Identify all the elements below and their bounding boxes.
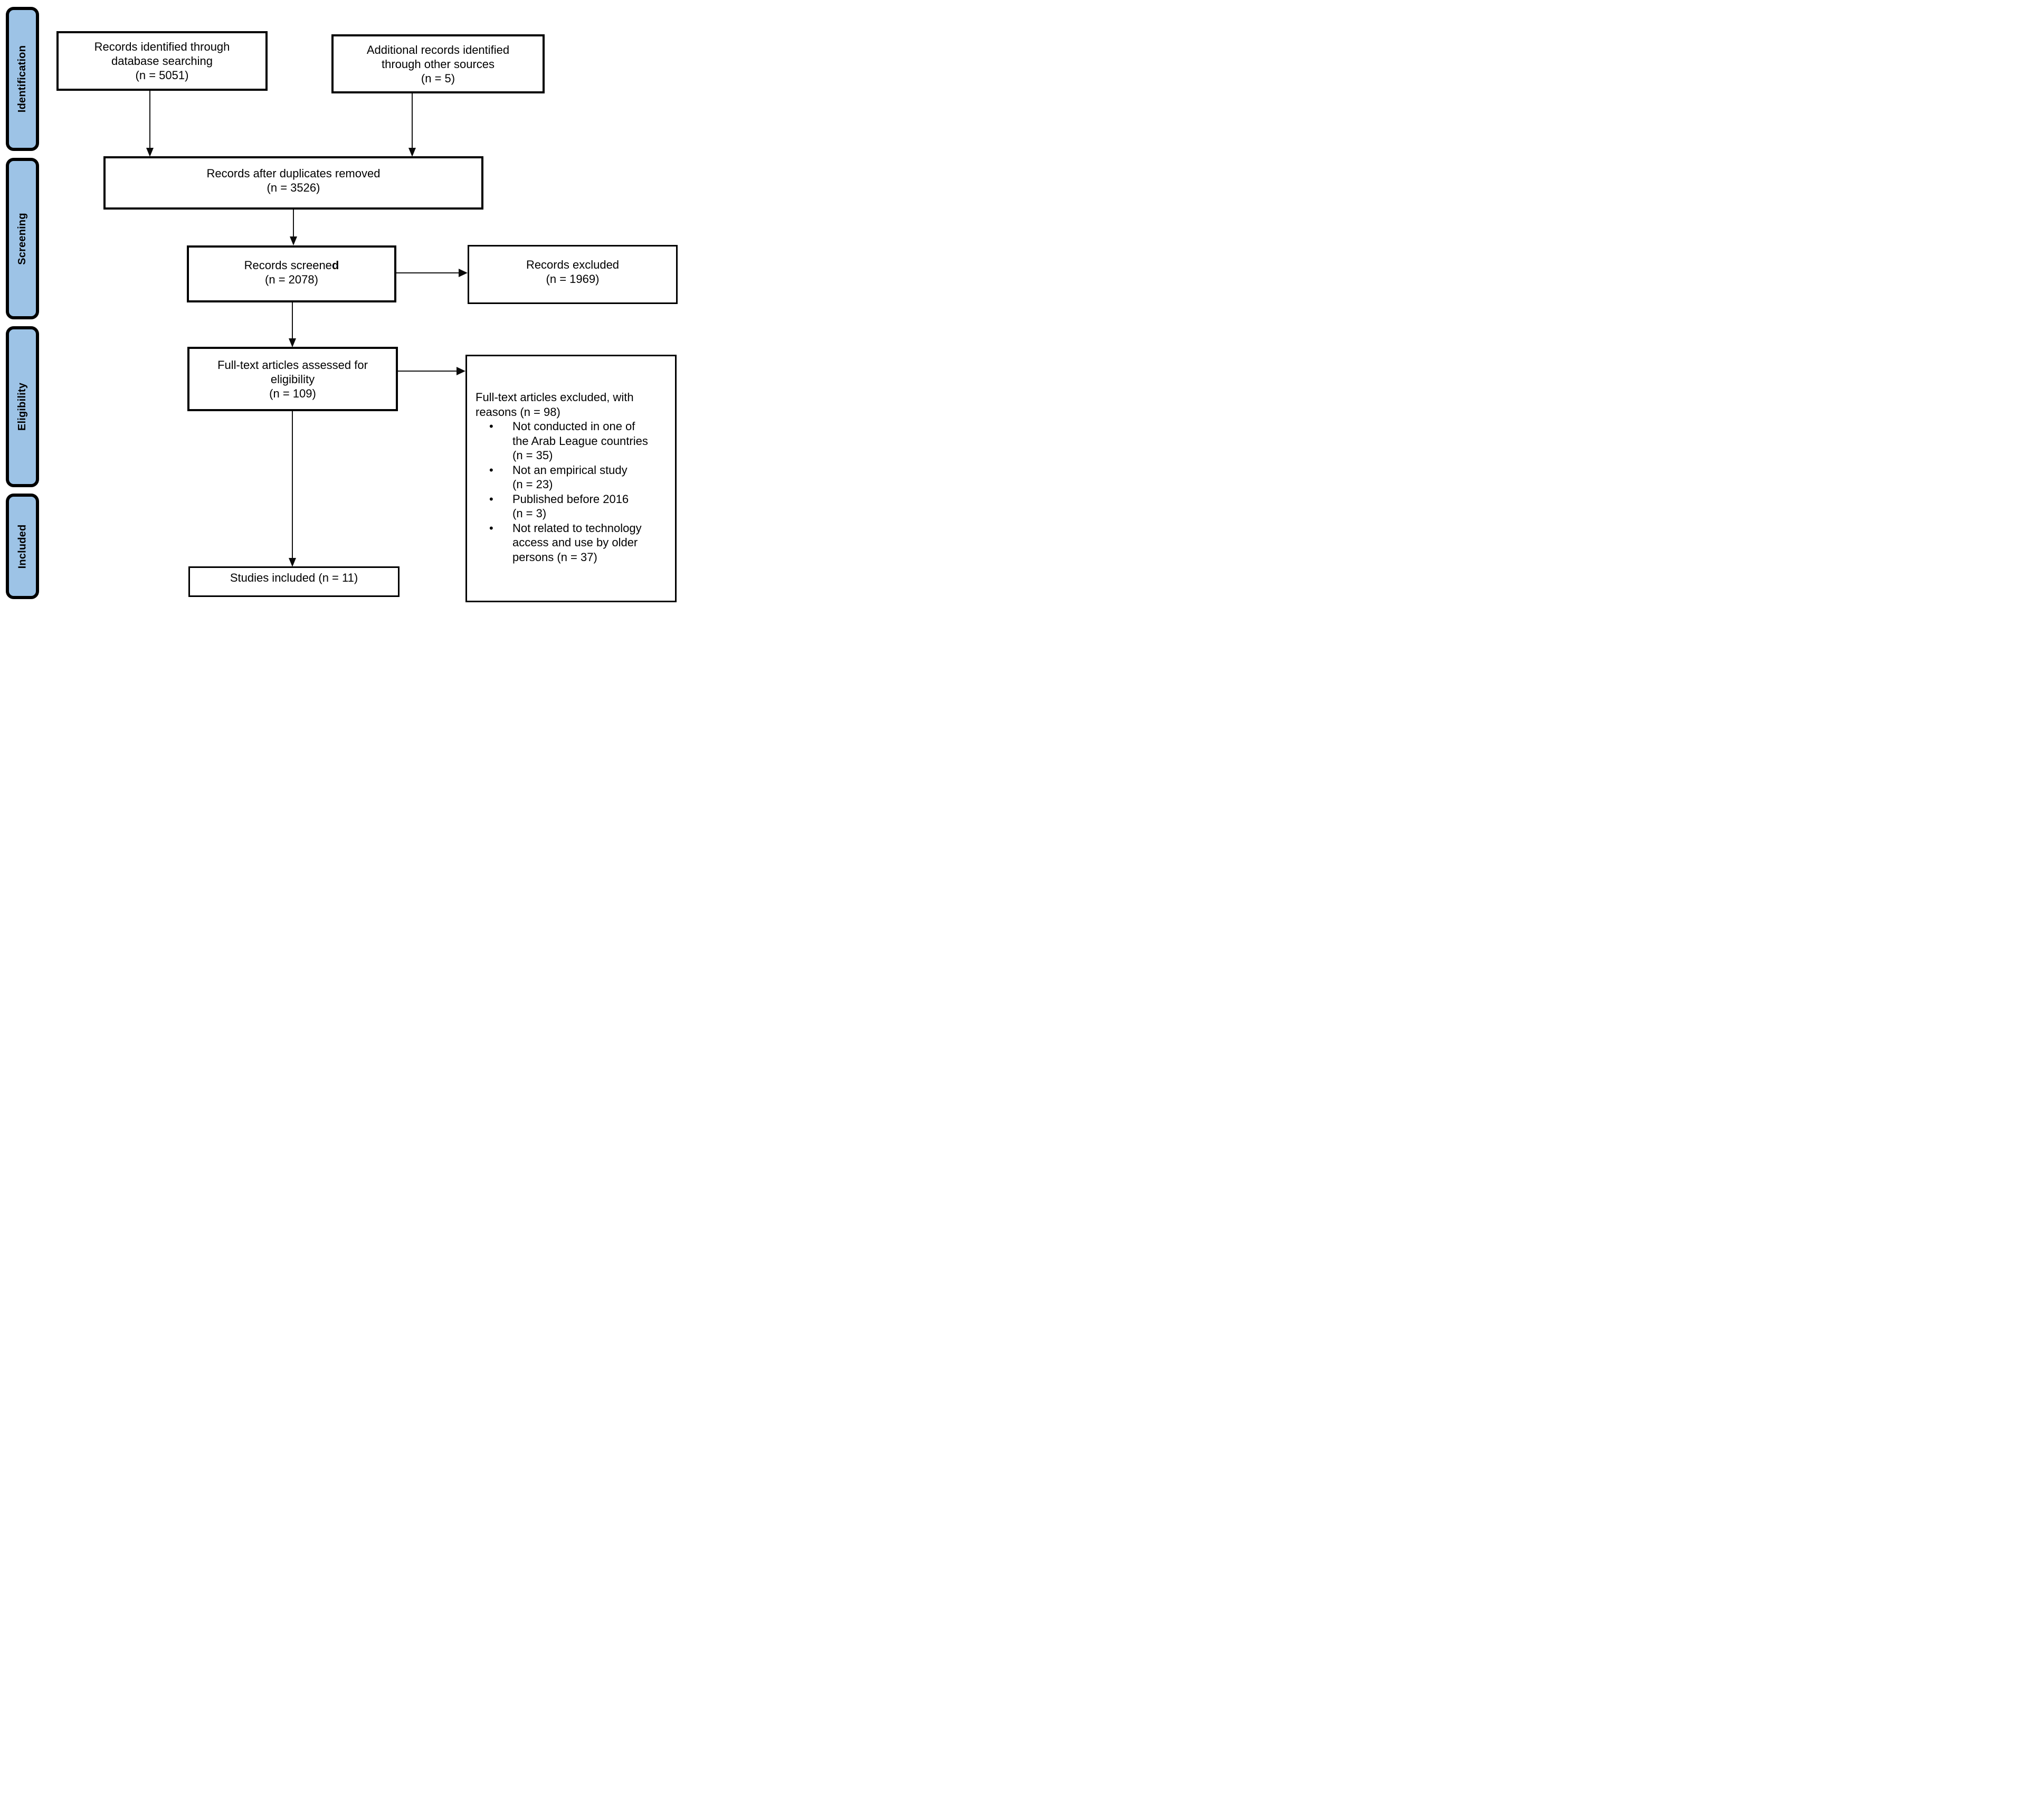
- box-records-screened-line1: Records screened: [244, 258, 339, 272]
- reason2-line1: Not an empirical study: [512, 463, 628, 477]
- reason1-line1: Not conducted in one of: [512, 420, 635, 433]
- exclusion-reason-item: • Published before 2016 (n = 3): [476, 492, 629, 521]
- box-studies-included: Studies included (n = 11): [188, 566, 400, 597]
- stage-identification: Identification: [6, 7, 39, 151]
- box-fulltext-assessed-line2: eligibility: [270, 372, 315, 386]
- box-records-identified-line1: Records identified through: [94, 40, 230, 53]
- box-fulltext-assessed: Full-text articles assessed for eligibil…: [187, 347, 398, 411]
- box-additional-records-line1: Additional records identified: [366, 43, 510, 56]
- box-additional-records: Additional records identified through ot…: [331, 34, 545, 93]
- box-records-identified-count: (n = 5051): [135, 69, 189, 82]
- box-records-excluded-line1: Records excluded: [526, 258, 620, 271]
- arrowhead-right-icon: [459, 269, 468, 277]
- box-duplicates-removed-line1: Records after duplicates removed: [206, 166, 381, 180]
- reason1-line2: the Arab League countries: [512, 434, 648, 448]
- connector-identified-to-dedup: [149, 91, 150, 149]
- prisma-flow-diagram: Identification Screening Eligibility Inc…: [0, 0, 681, 606]
- stage-eligibility: Eligibility: [6, 326, 39, 487]
- exclusion-reason-item: • Not related to technology access and u…: [476, 521, 642, 565]
- box-studies-included-line1: Studies included (n = 11): [230, 571, 358, 584]
- box-duplicates-removed-count: (n = 3526): [267, 181, 320, 194]
- stage-identification-label: Identification: [16, 45, 28, 113]
- arrowhead-down-icon: [289, 558, 296, 567]
- stage-included-label: Included: [16, 524, 28, 568]
- box-records-excluded: Records excluded (n = 1969): [468, 245, 678, 304]
- bullet-icon: •: [489, 463, 493, 477]
- connector-dedup-to-screened: [293, 210, 294, 238]
- box-records-screened-line1-main: Records screene: [244, 259, 332, 272]
- box-additional-records-count: (n = 5): [421, 71, 455, 85]
- reason4-line1: Not related to technology: [512, 521, 642, 535]
- reason3-line1: Published before 2016: [512, 492, 629, 506]
- box-fulltext-excluded-intro-line1: Full-text articles excluded, with: [476, 391, 634, 404]
- arrowhead-right-icon: [457, 367, 465, 375]
- arrowhead-down-icon: [146, 148, 154, 157]
- connector-additional-to-dedup: [412, 93, 413, 149]
- box-records-screened: Records screened (n = 2078): [187, 245, 396, 302]
- box-additional-records-line2: through other sources: [381, 57, 495, 71]
- exclusion-reason-item: • Not an empirical study (n = 23): [476, 463, 628, 492]
- box-fulltext-assessed-line1: Full-text articles assessed for: [217, 358, 368, 372]
- bullet-icon: •: [489, 420, 493, 433]
- box-fulltext-excluded-intro-line2: reasons (n = 98): [476, 405, 560, 419]
- box-records-screened-count: (n = 2078): [265, 273, 318, 286]
- reason2-count: (n = 23): [512, 478, 553, 491]
- box-records-screened-line1-bold: d: [331, 259, 339, 272]
- stage-eligibility-label: Eligibility: [16, 382, 28, 431]
- box-records-identified: Records identified through database sear…: [56, 31, 268, 91]
- arrowhead-down-icon: [289, 338, 296, 347]
- reason4-line2: access and use by older: [512, 536, 638, 549]
- stage-screening-label: Screening: [16, 212, 28, 265]
- connector-screened-to-excluded: [396, 272, 460, 273]
- box-duplicates-removed: Records after duplicates removed (n = 35…: [103, 156, 483, 210]
- connector-screened-to-fulltext: [292, 302, 293, 339]
- reason1-count: (n = 35): [512, 449, 553, 462]
- connector-fulltext-to-reasons: [398, 371, 457, 372]
- exclusion-reason-item: • Not conducted in one of the Arab Leagu…: [476, 419, 648, 463]
- bullet-icon: •: [489, 521, 493, 535]
- arrowhead-down-icon: [290, 236, 297, 245]
- box-fulltext-excluded: Full-text articles excluded, with reason…: [465, 355, 677, 602]
- reason4-count: persons (n = 37): [512, 550, 597, 564]
- box-records-excluded-count: (n = 1969): [546, 272, 600, 286]
- stage-included: Included: [6, 494, 39, 599]
- arrowhead-down-icon: [408, 148, 416, 157]
- box-records-identified-line2: database searching: [111, 54, 213, 68]
- stage-screening: Screening: [6, 158, 39, 319]
- reason3-count: (n = 3): [512, 507, 547, 520]
- box-fulltext-assessed-count: (n = 109): [269, 386, 316, 400]
- bullet-icon: •: [489, 492, 493, 506]
- connector-fulltext-to-included: [292, 411, 293, 559]
